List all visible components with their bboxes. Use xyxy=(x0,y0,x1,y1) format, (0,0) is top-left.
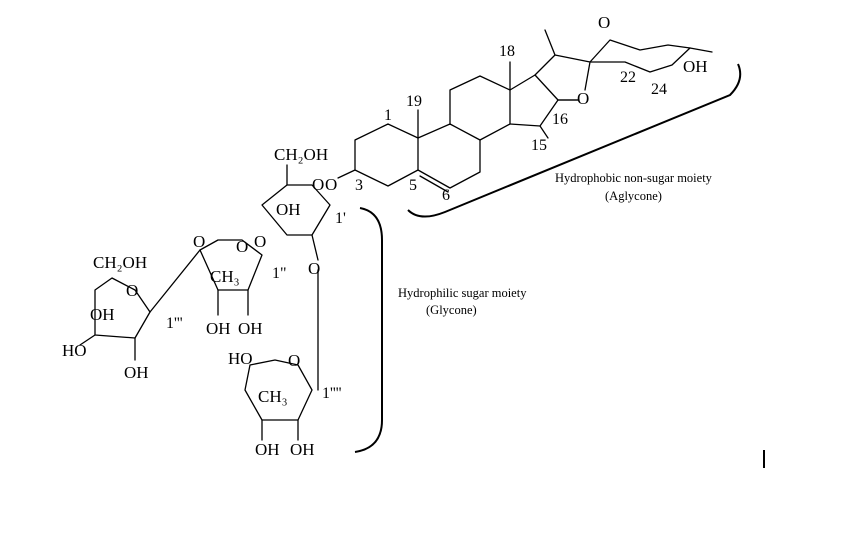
glycone-caption-line2: (Glycone) xyxy=(426,303,477,317)
pos-16: 16 xyxy=(552,111,568,128)
label-ch2oh-left: CH₂OH xyxy=(93,253,147,272)
label-oh-left2: OH xyxy=(124,363,149,382)
label-oh-left1: OH xyxy=(90,305,115,324)
rhamnose-ring-middle xyxy=(199,239,263,316)
pos-5: 5 xyxy=(409,177,417,194)
aglycone-caption-line2: (Aglycone) xyxy=(605,189,662,203)
glucose-ring-left xyxy=(79,249,201,361)
label-ch2oh-top: CH₂OH xyxy=(274,145,328,164)
pos-19: 19 xyxy=(406,93,422,110)
glycone-bracket xyxy=(354,207,383,453)
label-o-bottom-ring: O xyxy=(288,351,300,370)
label-o-left-link: O xyxy=(193,232,205,251)
position-numbers: 1 3 5 6 15 16 18 19 22 24 1' 1" 1''' 1''… xyxy=(166,43,667,402)
label-o-mid-ring: O xyxy=(236,237,248,256)
atom-labels: CH₂OH O O OH O O O O CH₃ CH₂OH O OH HO O… xyxy=(62,13,708,459)
label-o-mid-link: O xyxy=(254,232,266,251)
pos-1-quadruple-prime: 1'''' xyxy=(322,385,342,402)
label-oh-glc: OH xyxy=(276,200,301,219)
label-ch3-mid: CH₃ xyxy=(210,267,240,286)
pos-1-triple-prime: 1''' xyxy=(166,315,183,332)
pos-15: 15 xyxy=(531,137,547,154)
label-o-spiro-bottom: O xyxy=(577,89,589,108)
label-oh-right-ring: OH xyxy=(683,57,708,76)
glycone-caption-line1: Hydrophilic sugar moiety xyxy=(398,286,527,300)
label-ho-bottom: HO xyxy=(228,349,253,368)
label-o-chain: O xyxy=(308,259,320,278)
pos-3: 3 xyxy=(355,177,363,194)
label-o-left-ring: O xyxy=(126,281,138,300)
label-oh-bottom1: OH xyxy=(255,440,280,459)
pos-24: 24 xyxy=(651,81,667,98)
pos-1-prime: 1' xyxy=(335,210,346,227)
pos-6: 6 xyxy=(442,187,450,204)
label-o-glc-link: O xyxy=(325,175,337,194)
captions: Hydrophobic non-sugar moiety (Aglycone) … xyxy=(398,171,713,317)
pos-1-double-prime: 1" xyxy=(272,265,287,282)
pos-1: 1 xyxy=(384,107,392,124)
aglycone-skeleton xyxy=(337,29,713,193)
text-cursor xyxy=(763,450,765,468)
label-oh-mid1: OH xyxy=(206,319,231,338)
glucose-ring-top xyxy=(261,164,331,261)
label-oh-mid2: OH xyxy=(238,319,263,338)
label-o-glc-ring: O xyxy=(312,175,324,194)
rhamnose-ring-bottom xyxy=(244,269,319,441)
label-ho-left: HO xyxy=(62,341,87,360)
pos-18: 18 xyxy=(499,43,515,60)
label-oh-bottom2: OH xyxy=(290,440,315,459)
label-ch3-bottom: CH₃ xyxy=(258,387,288,406)
pos-22: 22 xyxy=(620,69,636,86)
label-o-spiro-top: O xyxy=(598,13,610,32)
aglycone-caption-line1: Hydrophobic non-sugar moiety xyxy=(555,171,713,185)
aglycone-bracket xyxy=(407,63,742,218)
